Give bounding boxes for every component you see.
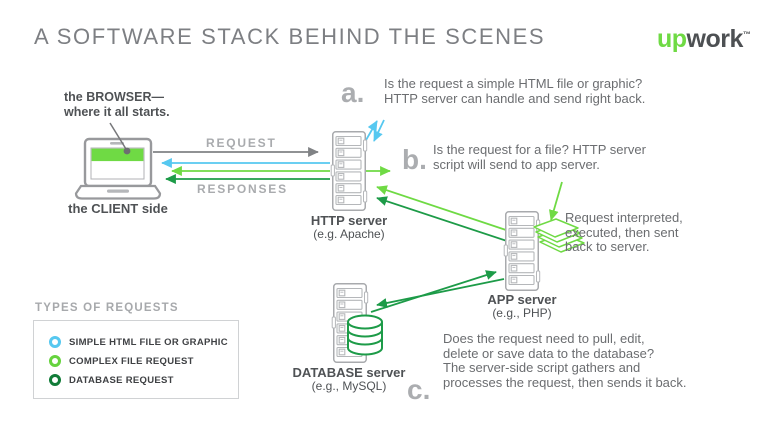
http-server-icon — [330, 131, 368, 211]
legend-item-database: DATABASE REQUEST — [49, 374, 238, 386]
step-c-line1: Does the request need to pull, edit, — [443, 331, 645, 346]
script-sheets-icon — [533, 218, 585, 253]
step-a-letter: a. — [341, 77, 365, 108]
database-server-tech: (e.g., MySQL) — [311, 379, 387, 393]
responses-arrows — [161, 158, 330, 184]
page-title: A SOFTWARE STACK BEHIND THE SCENES — [34, 24, 546, 49]
http-server-tech: (e.g. Apache) — [313, 227, 385, 241]
app-note-line3: back to server. — [565, 239, 650, 254]
legend-item-label: SIMPLE HTML FILE OR GRAPHIC — [69, 336, 228, 348]
database-request-dot-icon — [49, 374, 61, 386]
legend-box: SIMPLE HTML FILE OR GRAPHIC COMPLEX FILE… — [33, 320, 239, 399]
logo-trademark: ™ — [742, 30, 751, 39]
step-a-line1: Is the request a simple HTML file or gra… — [384, 76, 643, 91]
complex-request-dot-icon — [49, 355, 61, 367]
simple-request-dot-icon — [49, 336, 61, 348]
browser-bar — [91, 148, 144, 162]
step-b-line2: script will send to app server. — [433, 156, 600, 172]
step-a-text: Is the request a simple HTML file or gra… — [384, 76, 646, 106]
legend-title: TYPES OF REQUESTS — [35, 302, 179, 314]
app-note: Request interpreted, executed, then sent… — [565, 210, 683, 255]
step-a-line2: HTTP server can handle and send right ba… — [384, 90, 646, 106]
database-cylinder-icon — [347, 314, 383, 356]
step-b-letter: b. — [402, 144, 427, 175]
browser-pointer-line — [109, 122, 131, 155]
browser-note-line1: the BROWSER— — [64, 90, 164, 104]
step-c-line2: delete or save data to the database? — [443, 345, 655, 361]
upwork-logo: upwork™ — [657, 25, 751, 54]
step-c-line3: The server-side script gathers and — [443, 360, 641, 375]
legend-item-simple: SIMPLE HTML FILE OR GRAPHIC — [49, 336, 238, 348]
logo-work: work — [686, 25, 744, 53]
db-app-arrows — [370, 270, 505, 313]
request-label: REQUEST — [206, 136, 277, 150]
client-label: the CLIENT side — [68, 201, 168, 216]
app-server-label: APP server — [487, 292, 557, 307]
legend-item-label: DATABASE REQUEST — [69, 374, 174, 386]
step-c-text: Does the request need to pull, edit, del… — [443, 331, 687, 390]
logo-up: up — [657, 25, 687, 53]
laptop-icon — [74, 137, 162, 200]
app-note-line2: executed, then sent — [565, 224, 679, 240]
laptop-camera-dash — [110, 142, 124, 145]
app-to-http-arrows — [376, 185, 511, 243]
browser-note-line2: where it all starts. — [64, 105, 170, 119]
note-to-app-arrow — [548, 181, 563, 221]
legend-item-complex: COMPLEX FILE REQUEST — [49, 355, 238, 367]
app-server-tech: (e.g., PHP) — [492, 306, 552, 320]
step-b-line1: Is the request for a file? HTTP server — [433, 142, 646, 157]
browser-note: the BROWSER— where it all starts. — [64, 90, 170, 120]
step-b-text: Is the request for a file? HTTP server s… — [433, 142, 646, 172]
legend-item-label: COMPLEX FILE REQUEST — [69, 355, 194, 367]
responses-label: RESPONSES — [197, 182, 288, 196]
app-server-icon — [503, 211, 541, 291]
step-c-line4: processes the request, then sends it bac… — [443, 374, 687, 390]
database-server-label: DATABASE server — [292, 365, 406, 380]
step-c-letter: c. — [407, 374, 431, 405]
app-note-line1: Request interpreted, — [565, 210, 683, 225]
http-server-label: HTTP server — [310, 213, 388, 228]
